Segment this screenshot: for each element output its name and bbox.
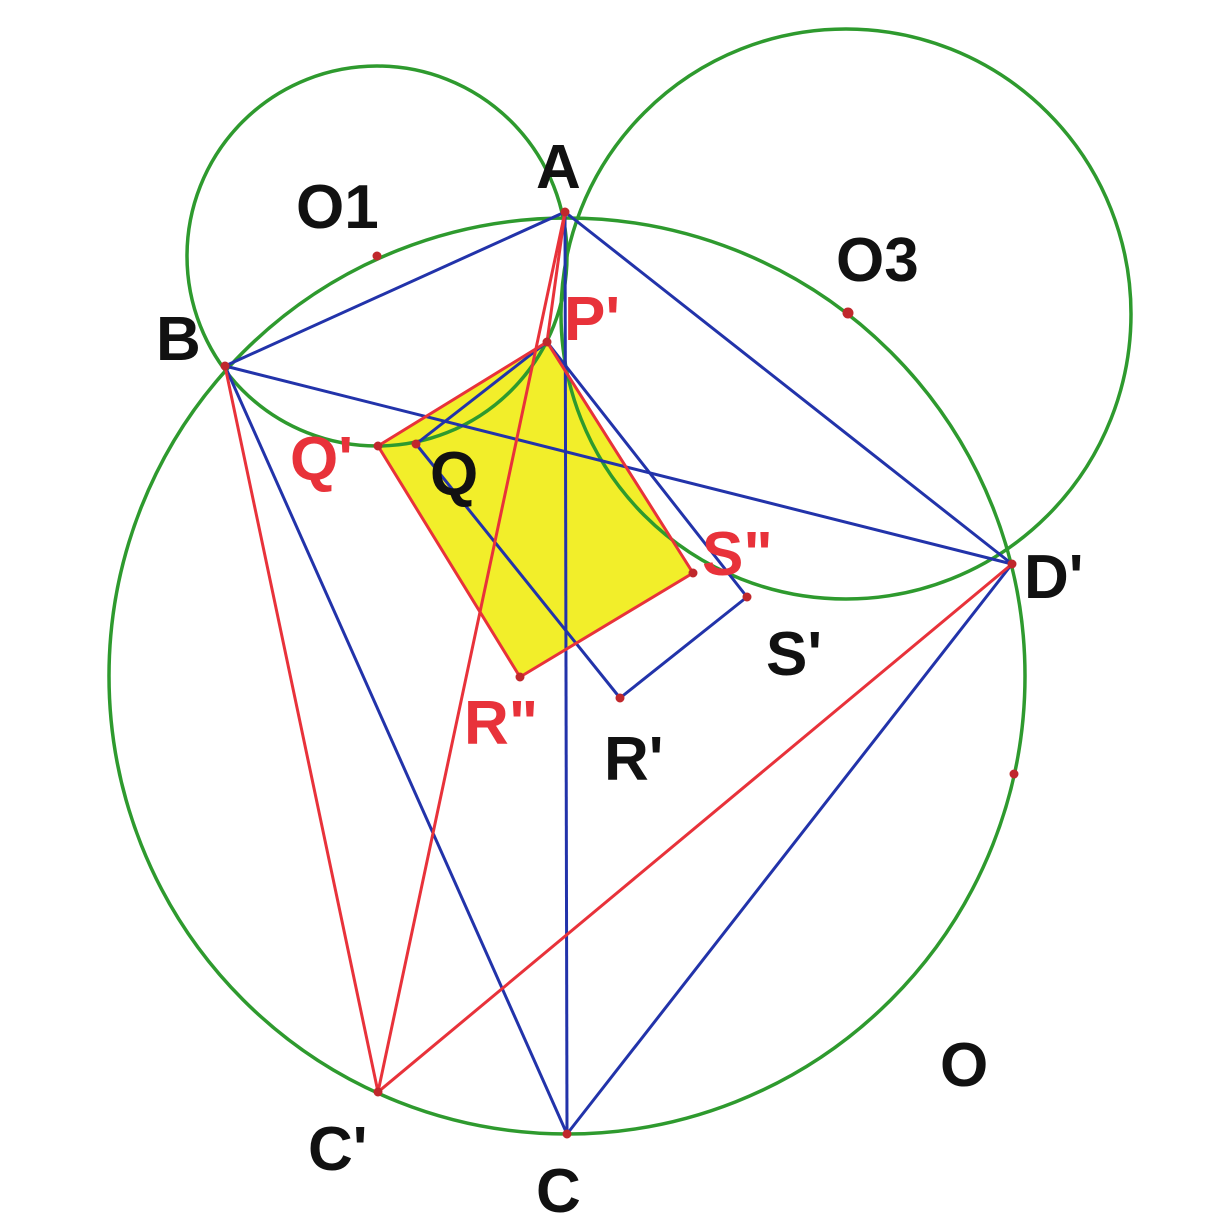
point-extra: [1009, 769, 1019, 779]
point-a: [560, 207, 570, 217]
point-o3: [842, 307, 854, 319]
segment-c-prime-d: [377, 562, 1013, 1094]
label-q-prime: Q': [290, 425, 353, 494]
segment-b-d: [224, 364, 1013, 566]
point-r-dprime: [515, 672, 525, 682]
label-q: Q: [430, 440, 478, 509]
label-o: O: [940, 1031, 988, 1100]
segment-a-d: [564, 210, 1013, 566]
point-b: [220, 361, 230, 371]
segment-r-s: [619, 595, 748, 700]
circle-o3: [559, 27, 1133, 601]
point-c-prime: [373, 1087, 383, 1097]
point-d-prime: [1007, 559, 1017, 569]
label-s-dprime: S": [702, 520, 773, 589]
label-o3: O3: [836, 226, 919, 295]
segment-q-r: [414, 443, 622, 699]
label-a: A: [536, 133, 581, 202]
point-s-dprime: [688, 568, 698, 578]
point-q: [411, 439, 421, 449]
segment-b-c: [223, 365, 569, 1135]
label-r-prime: R': [604, 725, 664, 794]
label-r-dprime: R": [464, 689, 538, 758]
label-s-prime: S': [766, 620, 822, 689]
segment-a-b: [224, 210, 566, 368]
point-c: [562, 1129, 572, 1139]
point-p-prime: [542, 337, 552, 347]
segment-c-prime-a: [376, 211, 567, 1093]
segment-c-d: [565, 563, 1014, 1135]
segment-p-q: [415, 340, 548, 446]
point-s-prime: [742, 592, 752, 602]
label-p-prime: P': [564, 285, 620, 354]
segment-p-s: [545, 341, 749, 598]
label-d-prime: D': [1024, 543, 1084, 612]
quadrilateral-fill: [378, 342, 693, 677]
segment-a-p-prime: [545, 211, 567, 343]
point-q-prime: [373, 441, 383, 451]
point-r-prime: [615, 693, 625, 703]
segment-b-c-prime: [223, 365, 380, 1093]
label-o1: O1: [296, 173, 379, 242]
label-c: C: [536, 1157, 581, 1226]
label-c-prime: C': [308, 1115, 368, 1184]
point-o1: [372, 251, 382, 261]
label-b: B: [156, 305, 201, 374]
